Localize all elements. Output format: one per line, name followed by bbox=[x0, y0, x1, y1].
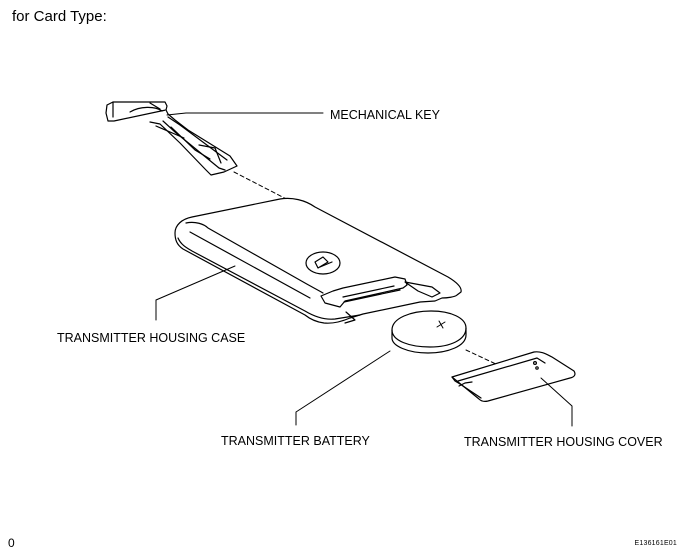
housing-case bbox=[174, 197, 462, 324]
footer-left-text: 0 bbox=[8, 536, 15, 550]
label-housing-cover: TRANSMITTER HOUSING COVER bbox=[464, 435, 663, 449]
leader-housing-case bbox=[155, 265, 236, 321]
page-heading: for Card Type: bbox=[12, 8, 107, 25]
label-mechanical-key: MECHANICAL KEY bbox=[330, 108, 440, 122]
housing-cover bbox=[451, 351, 576, 402]
figure-code: E136161E01 bbox=[634, 540, 677, 547]
battery bbox=[391, 310, 467, 354]
label-housing-case: TRANSMITTER HOUSING CASE bbox=[57, 331, 246, 345]
label-battery: TRANSMITTER BATTERY bbox=[221, 434, 370, 448]
leader-battery bbox=[295, 350, 391, 426]
leader-housing-cover bbox=[540, 377, 573, 427]
mechanical-key bbox=[105, 101, 238, 176]
leader-mechanical-key bbox=[166, 112, 324, 116]
